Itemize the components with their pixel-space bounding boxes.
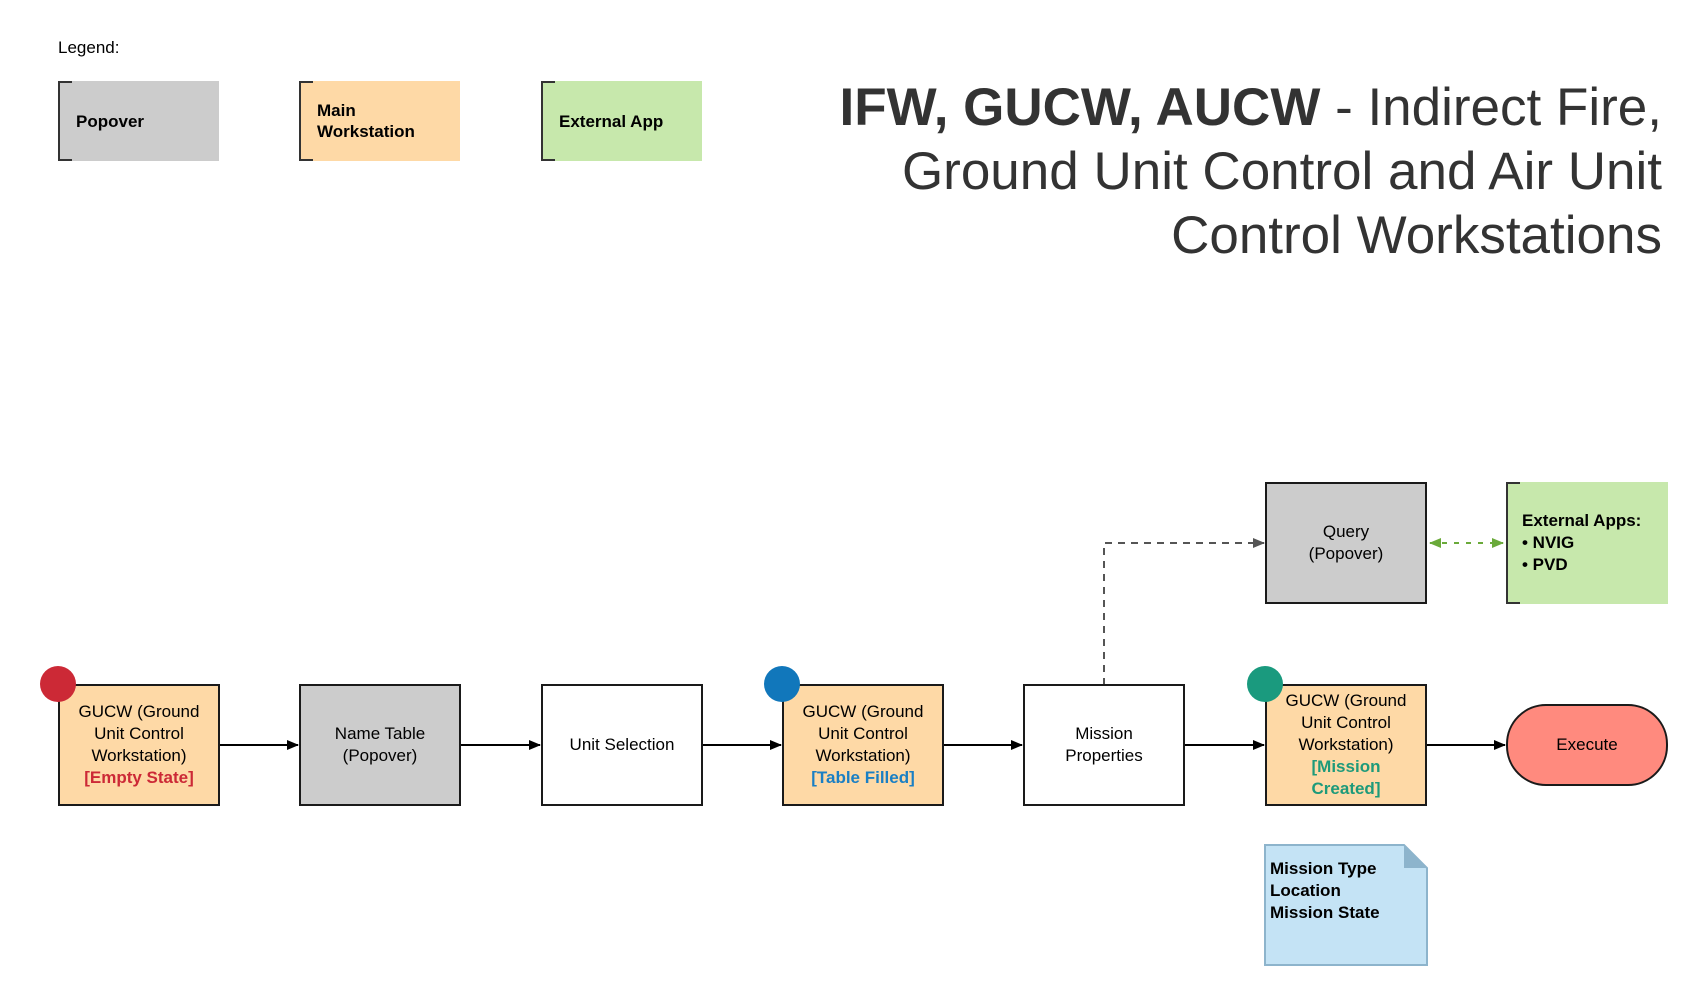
note-line-mission-type: Mission Type	[1270, 859, 1377, 878]
node-unit-selection-label: Unit Selection	[569, 735, 675, 754]
legend-popover: Popover	[58, 81, 219, 161]
legend-external-app-label: External App	[559, 111, 664, 131]
note-line-mission-state: Mission State	[1270, 903, 1380, 922]
legend-main-workstation-label: Main Workstation	[317, 101, 415, 141]
node-gucw-created-label: GUCW (Ground Unit Control Workstation)	[1285, 691, 1407, 754]
diagram-title: IFW, GUCW, AUCW - Indirect Fire, Ground …	[782, 76, 1663, 268]
node-gucw-empty-tag: [Empty State]	[84, 768, 194, 787]
node-gucw-filled[interactable]: GUCW (Ground Unit Control Workstation) […	[782, 684, 944, 806]
title-bold: IFW, GUCW, AUCW	[839, 78, 1321, 137]
node-gucw-created-tag: [Mission Created]	[1311, 757, 1381, 798]
legend-main-workstation: Main Workstation	[299, 81, 460, 161]
node-query-label: Query (Popover)	[1308, 522, 1384, 563]
legend-external-app: External App	[541, 81, 702, 161]
dashed-arrow-query	[1103, 538, 1265, 685]
node-execute-label: Execute	[1556, 735, 1618, 754]
legend-label: Legend:	[58, 38, 120, 57]
legend-popover-label: Popover	[76, 111, 145, 131]
node-unit-selection[interactable]: Unit Selection	[541, 684, 703, 806]
node-gucw-empty-label: GUCW (Ground Unit Control Workstation)	[78, 702, 200, 765]
note-line-location: Location	[1270, 881, 1341, 900]
node-execute[interactable]: Execute	[1506, 704, 1668, 786]
note-shape	[1264, 844, 1428, 966]
step-dot-red	[40, 666, 76, 702]
node-external-apps[interactable]: External Apps: • NVIG • PVD	[1506, 482, 1668, 604]
title-rest: - Indirect Fire, Ground Unit Control and…	[901, 78, 1662, 265]
node-mission-properties-label: Mission Properties	[1065, 724, 1143, 765]
node-mission-properties[interactable]: Mission Properties	[1023, 684, 1185, 806]
node-gucw-filled-label: GUCW (Ground Unit Control Workstation)	[802, 702, 924, 765]
node-name-table-label: Name Table (Popover)	[334, 724, 426, 765]
external-apps-title: External Apps:	[1522, 511, 1642, 530]
node-name-table[interactable]: Name Table (Popover)	[299, 684, 461, 806]
node-gucw-empty[interactable]: GUCW (Ground Unit Control Workstation) […	[58, 684, 220, 806]
node-gucw-created[interactable]: GUCW (Ground Unit Control Workstation) […	[1265, 684, 1427, 806]
external-apps-item-pvd: • PVD	[1522, 555, 1568, 574]
step-dot-green	[1247, 666, 1283, 702]
external-apps-item-nvig: • NVIG	[1522, 533, 1575, 552]
step-dot-blue	[764, 666, 800, 702]
note-mission-fields: Mission Type Location Mission State	[1264, 844, 1424, 966]
node-gucw-filled-tag: [Table Filled]	[811, 768, 915, 787]
node-query[interactable]: Query (Popover)	[1265, 482, 1427, 604]
